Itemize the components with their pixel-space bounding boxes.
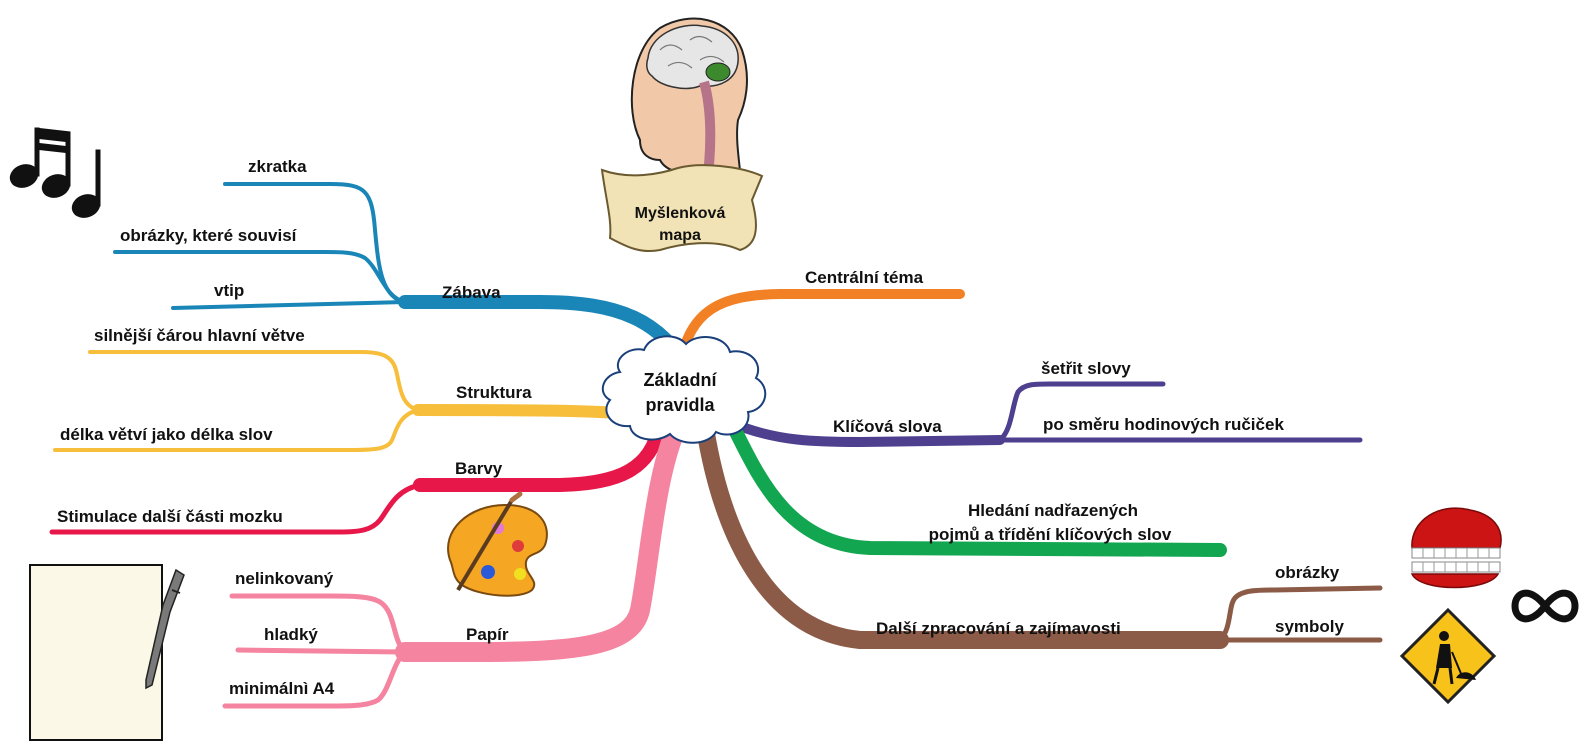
branch-lines (49, 182, 1383, 709)
label-obrazky[interactable]: obrázky (1275, 563, 1340, 582)
label-struktura[interactable]: Struktura (456, 383, 532, 402)
music-notes-icon (9, 127, 101, 218)
label-stimulace[interactable]: Stimulace další části mozku (57, 507, 283, 526)
label-obrazky-souvisi[interactable]: obrázky, které souvisí (120, 226, 298, 245)
label-delka[interactable]: délka větví jako délka slov (60, 425, 273, 444)
teeth-icon (1410, 507, 1502, 589)
branch-papir (222, 410, 690, 709)
warning-sign-icon (1399, 607, 1497, 705)
title-line2: mapa (659, 227, 701, 244)
label-zabava[interactable]: Zábava (442, 283, 501, 302)
center-label-line1: Základní (643, 370, 717, 390)
branch-dalsi (696, 419, 1383, 649)
infinity-icon (1511, 589, 1579, 623)
paint-palette-icon (447, 491, 548, 597)
labels: Zábava zkratka obrázky, které souvisí vt… (57, 157, 1345, 698)
label-silnejsi[interactable]: silnější čárou hlavní větve (94, 326, 305, 345)
title-line1: Myšlenková (635, 205, 726, 222)
label-zkratka[interactable]: zkratka (248, 157, 307, 176)
label-setrit[interactable]: šetřit slovy (1041, 359, 1131, 378)
label-centralni[interactable]: Centrální téma (805, 268, 924, 287)
center-label-line2: pravidla (645, 395, 715, 415)
brain-head-icon: Myšlenková mapa (600, 17, 764, 252)
label-dalsi[interactable]: Další zpracování a zajímavosti (876, 619, 1121, 638)
paper-pen-icon (29, 564, 185, 741)
branch-klicova (740, 381, 1363, 448)
central-topic[interactable]: Základní pravidla (601, 335, 767, 444)
label-minimalni[interactable]: minimálnì A4 (229, 679, 335, 698)
label-barvy[interactable]: Barvy (455, 459, 503, 478)
label-po-smeru[interactable]: po směru hodinových ručiček (1043, 415, 1284, 434)
label-klicova[interactable]: Klíčová slova (833, 417, 942, 436)
branch-hledani (728, 423, 1227, 557)
center-cloud-shape (601, 335, 767, 444)
label-hledani-line2[interactable]: pojmů a třídění klíčových slov (929, 525, 1172, 544)
label-papir[interactable]: Papír (466, 625, 509, 644)
label-nelinkovany[interactable]: nelinkovaný (235, 569, 334, 588)
label-hladky[interactable]: hladký (264, 625, 318, 644)
label-hledani-line1[interactable]: Hledání nadřazených (968, 501, 1138, 520)
label-vtip[interactable]: vtip (214, 281, 244, 300)
label-symboly[interactable]: symboly (1275, 617, 1345, 636)
